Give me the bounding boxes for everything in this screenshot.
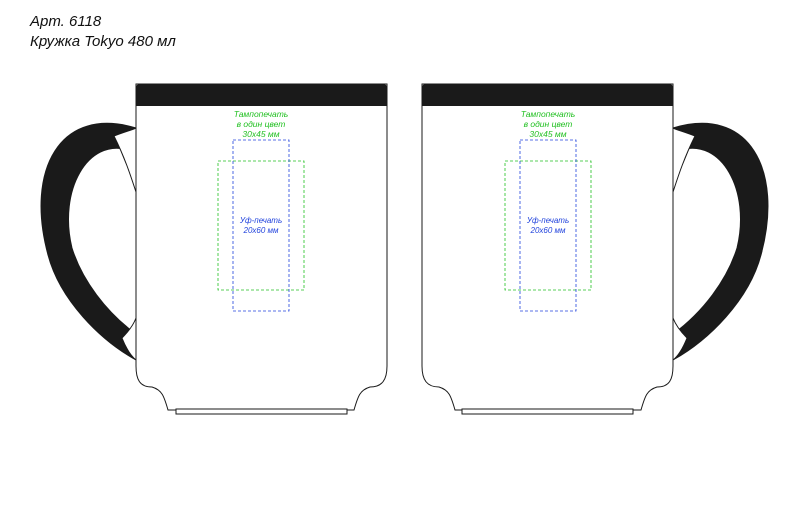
pad-print-zone (504, 160, 592, 291)
mug-view-left: Тампопечать в один цвет 30x45 мм Уф-печа… (40, 83, 388, 415)
pad-print-label-2: в один цвет (237, 119, 286, 129)
mug-rim (136, 84, 387, 106)
pad-print-size: 30x45 мм (242, 129, 279, 139)
uv-print-zone (232, 139, 290, 312)
article-number: Арт. 6118 (30, 13, 102, 30)
pad-print-label-2: в один цвет (524, 119, 573, 129)
pad-print-size: 30x45 мм (529, 129, 566, 139)
mug-handle (40, 122, 137, 361)
handle-joint-top (113, 127, 137, 193)
pad-print-zone (217, 160, 305, 291)
mug-view-right: Тампопечать в один цвет 30x45 мм Уф-печа… (421, 83, 769, 415)
mug-rim (422, 84, 673, 106)
mug-handle (672, 122, 769, 361)
mug-foot (175, 408, 348, 415)
product-name: Кружка Tokyo 480 мл (30, 33, 176, 50)
uv-print-label: Уф-печать (239, 216, 282, 225)
mug-foot (461, 408, 634, 415)
mug-body (421, 83, 674, 411)
mug-body (135, 83, 388, 411)
handle-joint-top (672, 127, 696, 193)
uv-print-size: 20x60 мм (530, 226, 567, 235)
uv-print-zone (519, 139, 577, 312)
uv-print-size: 20x60 мм (243, 226, 280, 235)
pad-print-label-1: Тампопечать (234, 109, 289, 119)
pad-print-label-1: Тампопечать (521, 109, 576, 119)
uv-print-label: Уф-печать (526, 216, 569, 225)
